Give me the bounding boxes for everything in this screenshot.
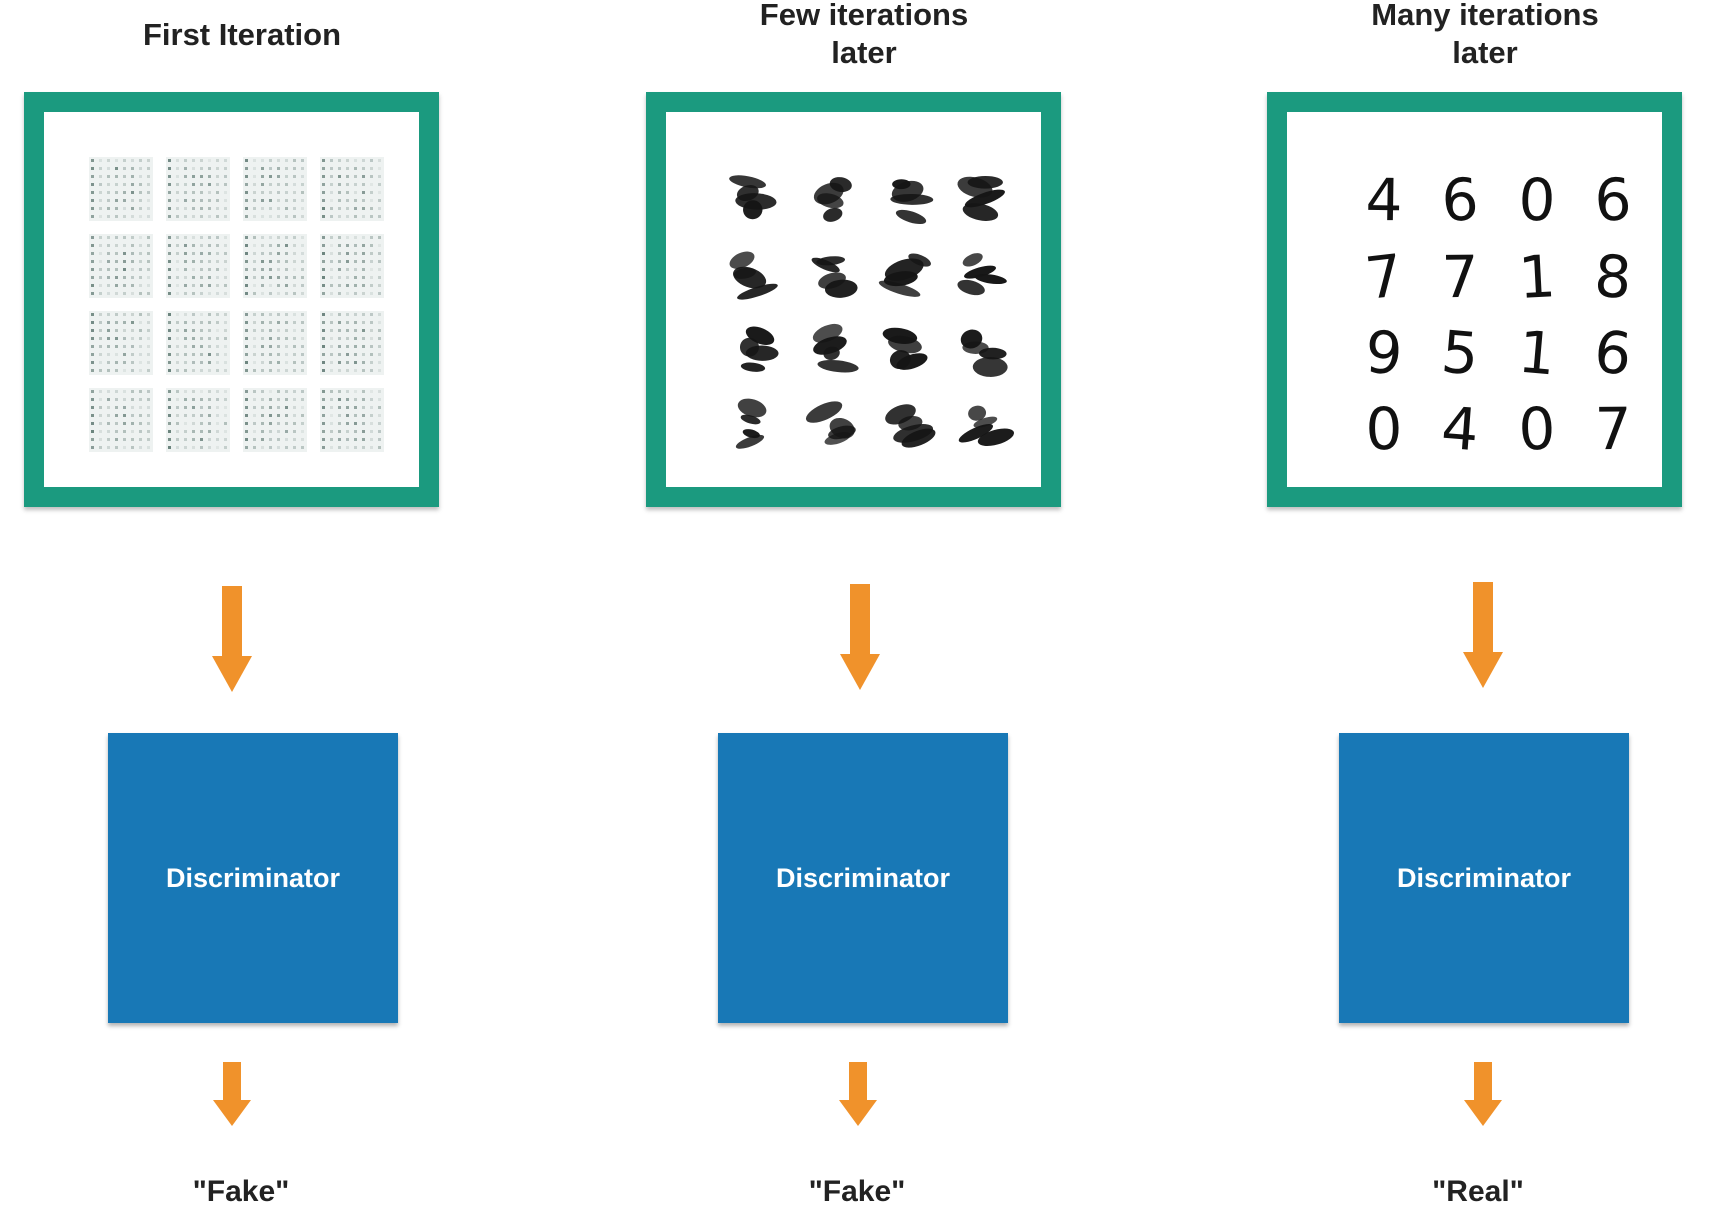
noise-sample-grid	[89, 157, 384, 452]
discriminator-box: Discriminator	[1339, 733, 1629, 1023]
noise-sample	[320, 234, 384, 298]
blob-sample	[890, 179, 934, 225]
blob-sample	[885, 404, 936, 448]
down-arrow-icon	[1464, 1062, 1502, 1126]
blob-sample	[805, 401, 856, 445]
column-first-iteration: First Iteration Discriminator "Fake"	[12, 0, 472, 1209]
noise-sample	[243, 234, 307, 298]
blob-sample	[878, 253, 931, 297]
digit-sample: 1	[1517, 242, 1557, 312]
blob-sample	[957, 253, 1007, 296]
noise-sample	[166, 234, 230, 298]
noise-sample	[243, 311, 307, 375]
discriminator-box: Discriminator	[108, 733, 398, 1023]
down-arrow-icon	[1463, 582, 1503, 688]
noise-sample	[166, 388, 230, 452]
digit-sample: 9	[1364, 318, 1405, 388]
noise-sample	[89, 311, 153, 375]
blob-sample	[739, 326, 779, 372]
noise-sample	[320, 157, 384, 221]
blob-sample	[735, 398, 767, 449]
sample-frame	[24, 92, 439, 507]
digit-sample: 6	[1591, 317, 1634, 388]
digit-sample: 6	[1440, 165, 1480, 235]
sample-frame	[646, 92, 1061, 507]
blob-sample-grid	[729, 175, 1015, 449]
noise-sample	[166, 311, 230, 375]
discriminator-box: Discriminator	[718, 733, 1008, 1023]
noise-sample	[89, 234, 153, 298]
verdict-label: "Fake"	[192, 1175, 290, 1208]
noise-sample	[320, 311, 384, 375]
digit-sample: 4	[1439, 394, 1481, 465]
digit-sample: 0	[1517, 165, 1556, 234]
verdict-label: "Fake"	[808, 1175, 906, 1208]
digit-sample: 0	[1517, 394, 1556, 463]
column-title: Few iterations later	[759, 0, 969, 70]
blob-sample	[811, 256, 858, 298]
column-few-iterations: Few iterations later Discriminator "Fake…	[634, 0, 1094, 1209]
blob-sample	[729, 175, 777, 220]
digit-sample: 7	[1441, 243, 1479, 311]
noise-sample	[166, 157, 230, 221]
noise-sample	[89, 388, 153, 452]
column-title: First Iteration	[142, 17, 342, 52]
digit-sample: 8	[1593, 242, 1634, 312]
digit-sample: 0	[1365, 395, 1403, 463]
blob-sample	[960, 329, 1008, 377]
down-arrow-icon	[840, 584, 880, 690]
noise-sample	[89, 157, 153, 221]
blob-sample	[882, 327, 928, 370]
column-title: Many iterations later	[1371, 0, 1599, 70]
blob-sample	[958, 405, 1015, 446]
blob-sample	[729, 251, 778, 300]
noise-sample	[243, 157, 307, 221]
noise-sample	[320, 388, 384, 452]
noise-sample	[243, 388, 307, 452]
digit-sample: 4	[1365, 166, 1403, 235]
digit-sample: 5	[1439, 318, 1482, 389]
digit-sample: 7	[1362, 241, 1406, 313]
digit-sample: 1	[1516, 318, 1559, 389]
down-arrow-icon	[839, 1062, 877, 1126]
down-arrow-icon	[212, 586, 252, 692]
down-arrow-icon	[213, 1062, 251, 1126]
blob-sample	[813, 177, 852, 222]
blob-sample	[957, 175, 1005, 221]
digit-sample: 7	[1594, 395, 1631, 463]
verdict-label: "Real"	[1432, 1175, 1524, 1208]
blob-sample	[812, 323, 859, 373]
digit-sample: 6	[1593, 165, 1633, 234]
